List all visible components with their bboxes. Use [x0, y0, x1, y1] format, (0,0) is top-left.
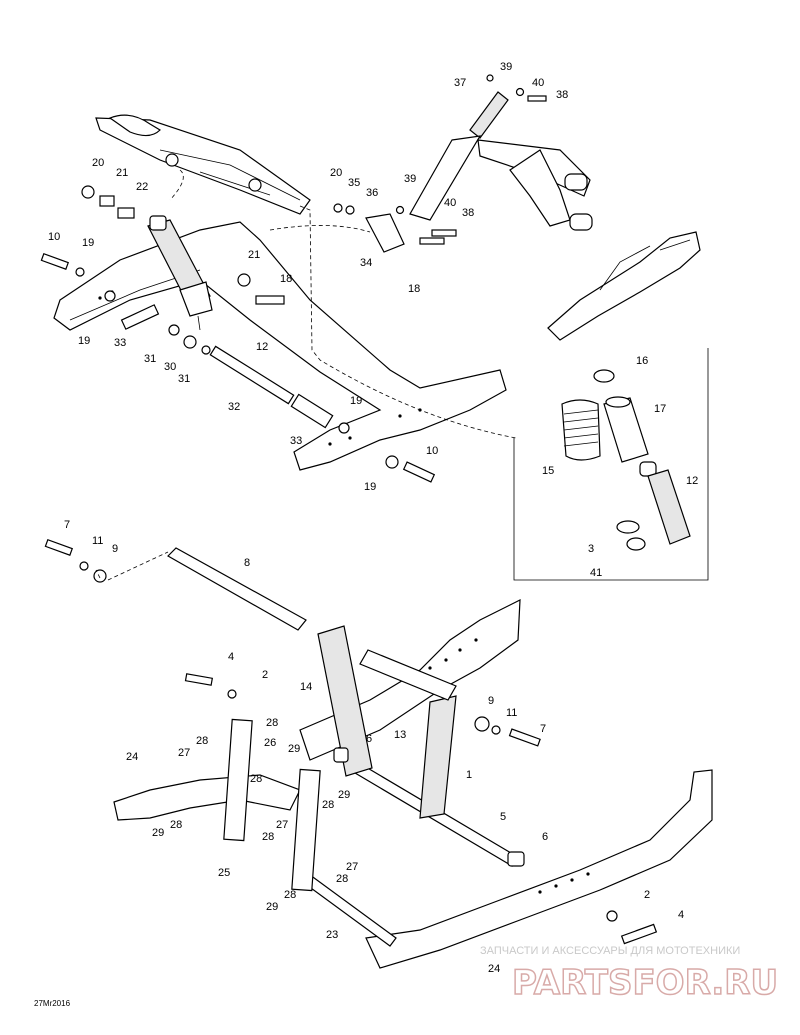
callout-33: 33 [114, 337, 126, 349]
callout-20: 20 [92, 157, 104, 169]
callout-28: 28 [196, 735, 208, 747]
callout-19: 19 [350, 395, 362, 407]
callout-12: 12 [256, 341, 268, 353]
callout-18: 18 [408, 283, 420, 295]
callout-23: 23 [326, 929, 338, 941]
bottom-shafts [44, 538, 658, 947]
callout-4: 4 [228, 651, 234, 663]
callout-29: 29 [288, 743, 300, 755]
callout-28: 28 [262, 831, 274, 843]
rail-frame-upper-right [547, 231, 701, 341]
callout-22: 22 [136, 181, 148, 193]
callout-11: 11 [92, 535, 103, 547]
watermark-logo: PARTSFOR.RU [512, 963, 778, 1003]
watermark-tagline: ЗАПЧАСТИ И АКСЕССУАРЫ ДЛЯ МОТОТЕХНИКИ [480, 945, 740, 957]
callout-24: 24 [126, 751, 138, 763]
callout-10: 10 [426, 445, 438, 457]
rail-frame-lower [113, 599, 713, 969]
callout-27: 27 [178, 747, 190, 759]
inset-frame [513, 348, 709, 581]
callout-38: 38 [462, 207, 474, 219]
callout-25: 25 [218, 867, 230, 879]
front-arm-assembly [95, 114, 311, 215]
callout-28: 28 [170, 819, 182, 831]
callout-19: 19 [78, 335, 90, 347]
callout-28: 28 [266, 717, 278, 729]
callout-12: 12 [686, 475, 698, 487]
callout-26: 26 [264, 737, 276, 749]
callout-28: 28 [336, 873, 348, 885]
watermark: ЗАПЧАСТИ И АКСЕССУАРЫ ДЛЯ МОТОТЕХНИКИ PA… [480, 945, 779, 1004]
callout-34: 34 [360, 257, 372, 269]
callout-37: 37 [454, 77, 466, 89]
callout-33: 33 [290, 435, 302, 447]
callout-11: 11 [506, 707, 517, 719]
callout-19: 19 [364, 481, 376, 493]
callout-21: 21 [116, 167, 128, 179]
callout-27: 27 [346, 861, 358, 873]
callout-9: 9 [112, 543, 118, 555]
callout-29: 29 [338, 789, 350, 801]
callout-29: 29 [266, 901, 278, 913]
callout-2: 2 [644, 889, 650, 901]
callout-29: 29 [152, 827, 164, 839]
rear-arm-assembly [409, 91, 593, 231]
inset-shock-parts [561, 369, 691, 551]
callout-5: 5 [500, 811, 506, 823]
callout-10: 10 [48, 231, 60, 243]
callout-16: 16 [636, 355, 648, 367]
callout-28: 28 [284, 889, 296, 901]
callout-7: 7 [64, 519, 70, 531]
callout-41: 41 [590, 567, 602, 579]
callout-2: 2 [262, 669, 268, 681]
callout-28: 28 [250, 773, 262, 785]
callout-39: 39 [404, 173, 416, 185]
callout-32: 32 [228, 401, 240, 413]
callout-39: 39 [500, 61, 512, 73]
callout-31: 31 [178, 373, 190, 385]
callout-40: 40 [444, 197, 456, 209]
callout-21: 21 [248, 249, 260, 261]
callout-6: 6 [542, 831, 548, 843]
callout-30: 30 [164, 361, 176, 373]
top-hardware [40, 74, 547, 483]
diagram-code: 27Mr2016 [34, 999, 71, 1008]
callout-31: 31 [144, 353, 156, 365]
callout-36: 36 [366, 187, 378, 199]
callout-4: 4 [678, 909, 684, 921]
callout-35: 35 [348, 177, 360, 189]
callout-15: 15 [542, 465, 554, 477]
callout-8: 8 [244, 557, 250, 569]
callout-9: 9 [488, 695, 494, 707]
callout-13: 13 [394, 729, 406, 741]
callout-18: 18 [280, 273, 292, 285]
callout-3: 3 [588, 543, 594, 555]
callout-28: 28 [322, 799, 334, 811]
callout-24: 24 [488, 963, 500, 975]
callout-40: 40 [532, 77, 544, 89]
callout-20: 20 [330, 167, 342, 179]
callout-7: 7 [540, 723, 546, 735]
callout-14: 14 [300, 681, 312, 693]
callout-27: 27 [276, 819, 288, 831]
shock-absorber-front [147, 215, 213, 331]
callout-1: 1 [466, 769, 472, 781]
callout-6: 6 [366, 733, 372, 745]
callouts: 39 37 40 38 20 21 22 20 35 36 39 40 38 1… [48, 61, 698, 975]
callout-17: 17 [654, 403, 666, 415]
callout-19: 19 [82, 237, 94, 249]
callout-38: 38 [556, 89, 568, 101]
